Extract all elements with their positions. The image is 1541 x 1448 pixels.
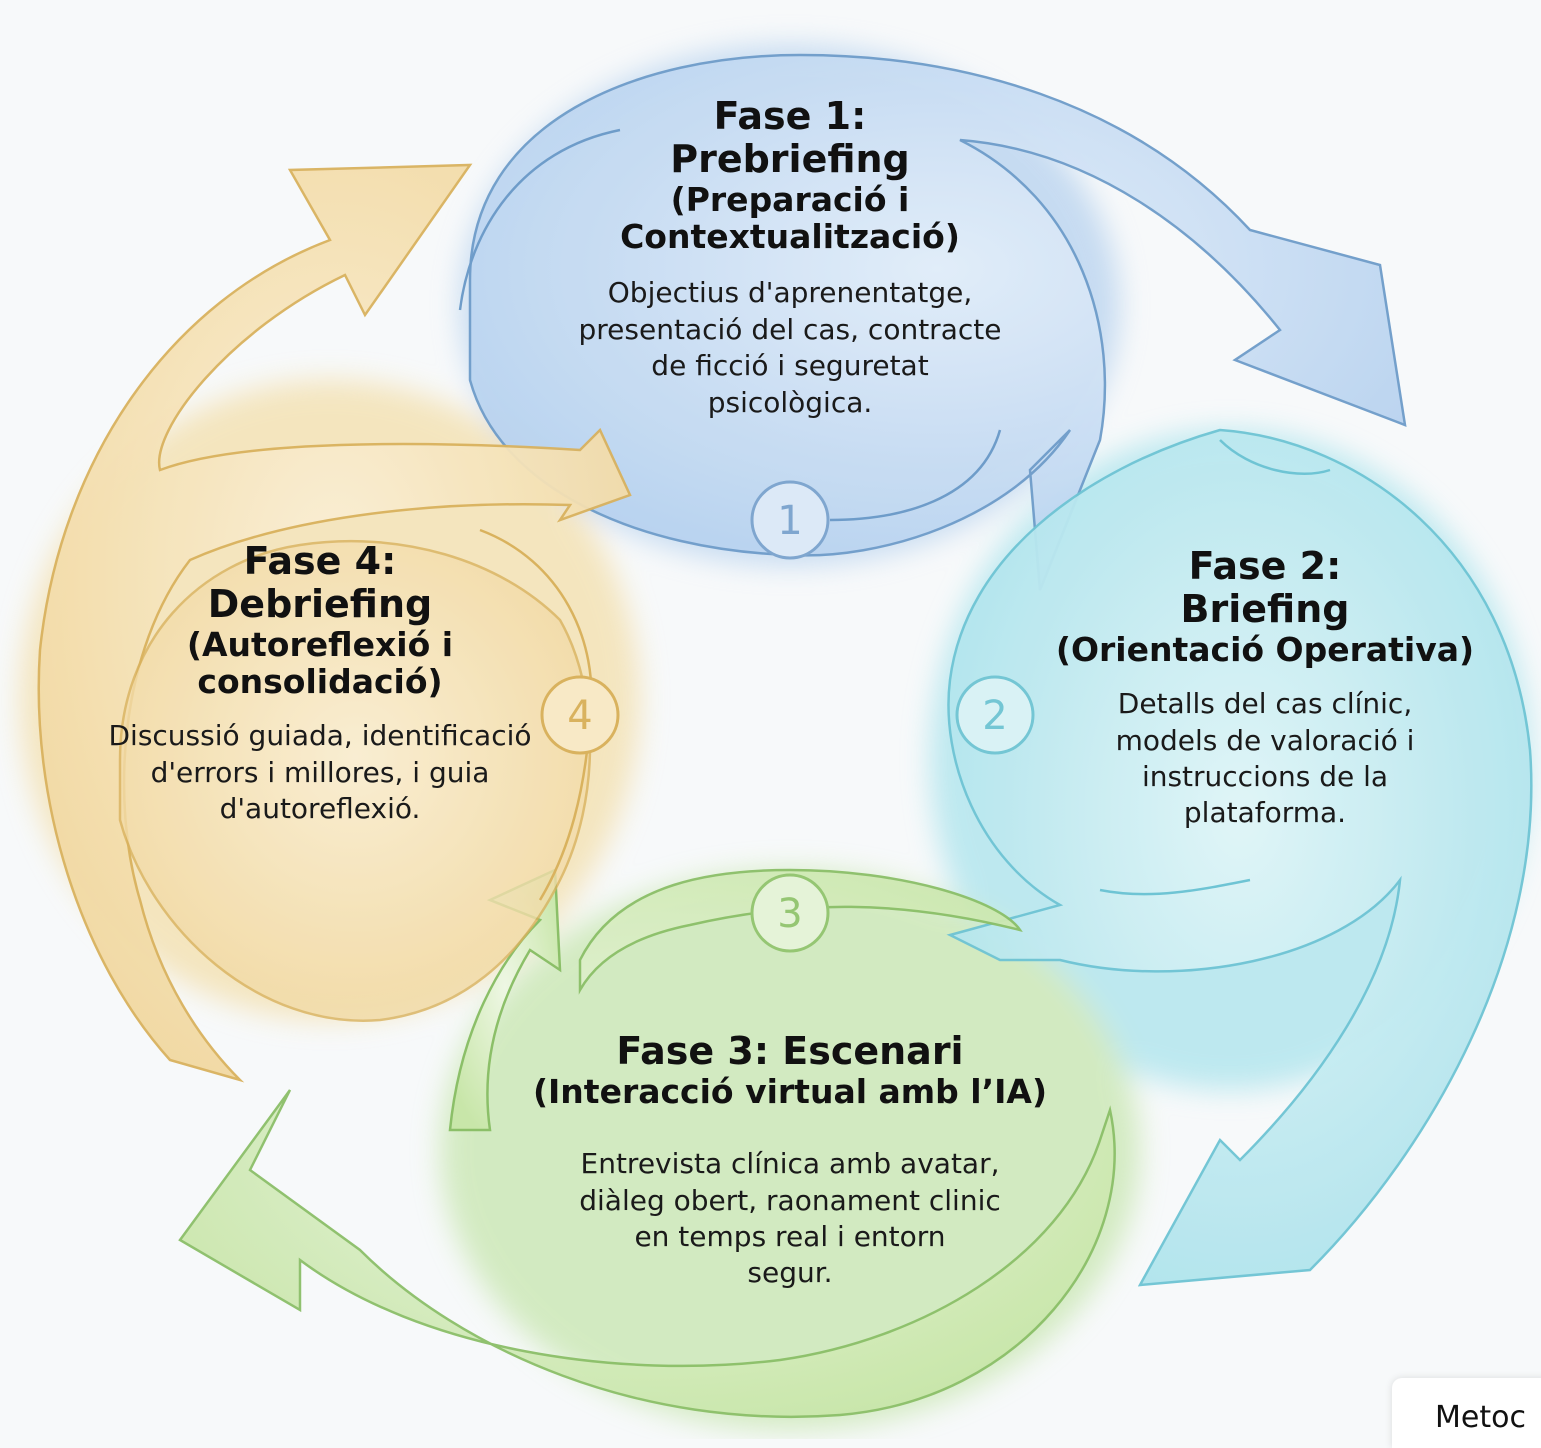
phase-4-subtitle-line-1: (Autoreflexió i <box>186 624 454 664</box>
phase-2-shape <box>946 428 1533 1287</box>
phase-3-label: Fase 3: Escenari (Interacció virtual amb… <box>520 1030 1060 1292</box>
corner-caption: Metoc <box>1435 1400 1526 1435</box>
phase-2-desc-line-4: plataforma. <box>1183 796 1347 830</box>
phase-2-desc-line-1: Detalls del cas clínic, <box>1117 687 1413 721</box>
phase-4-desc-line-1: Discussió guiada, identificació <box>108 719 532 753</box>
phase-2-title: Fase 2: <box>1188 544 1342 588</box>
phase-3-desc-line-4: segur. <box>747 1256 833 1290</box>
phase-2-desc-line-2: models de valoració i <box>1115 723 1415 757</box>
phase-2-description: Detalls del cas clínic, models de valora… <box>1020 686 1510 832</box>
phase-3-description: Entrevista clínica amb avatar, diàleg ob… <box>520 1146 1060 1292</box>
phase-2-label: Fase 2: Briefing (Orientació Operativa) … <box>1020 545 1510 832</box>
phase-3-desc-line-1: Entrevista clínica amb avatar, <box>580 1147 1000 1181</box>
phase-4-desc-line-2: d'errors i millores, i guia <box>150 755 490 789</box>
phase-1-number-badge: 1 <box>750 480 830 560</box>
phase-1-inner-curve <box>458 128 1002 522</box>
phase-3-arrow-outer <box>178 868 1116 1419</box>
phase-4-title: Fase 4: <box>243 539 397 583</box>
phase-2-number: 2 <box>982 693 1007 739</box>
phase-2-desc-line-3: instruccions de la <box>1141 759 1389 793</box>
phase-3-number: 3 <box>777 891 802 937</box>
phase-4-number: 4 <box>567 693 592 739</box>
phase-4-subtitle-line-2: consolidació) <box>197 662 443 702</box>
phase-4-name: Debriefing <box>207 581 433 626</box>
phase-3-desc-line-2: diàleg obert, raonament clinic <box>579 1183 1001 1217</box>
phase-1-desc-line-3: de ficció i seguretat <box>651 349 929 383</box>
phase-3-number-badge: 3 <box>750 873 830 953</box>
phase-1-number: 1 <box>777 498 802 544</box>
phase-3-title: Fase 3: Escenari <box>616 1029 964 1073</box>
phase-2-arrow-outer <box>946 428 1533 1287</box>
phase-3-subtitle: (Interacció virtual amb l’IA) <box>532 1071 1048 1111</box>
phase-1-title: Fase 1: <box>713 94 867 138</box>
phase-4-description: Discussió guiada, identificació d'errors… <box>70 718 570 827</box>
phase-2-number-badge: 2 <box>955 675 1035 755</box>
phase-4-desc-line-3: d'autoreflexió. <box>219 792 421 826</box>
phase-1-desc-line-2: presentació del cas, contracte <box>578 312 1002 346</box>
phase-4-number-badge: 4 <box>540 675 620 755</box>
phase-1-desc-line-4: psicològica. <box>707 385 873 419</box>
corner-caption-box <box>1392 1378 1541 1448</box>
phase-2-name: Briefing <box>1180 586 1350 631</box>
phase-1-desc-line-1: Objectius d'aprenentatge, <box>607 276 973 310</box>
phase-1-description: Objectius d'aprenentatge, presentació de… <box>540 275 1040 421</box>
phase-2-subtitle: (Orientació Operativa) <box>1055 629 1475 669</box>
phase-1-subtitle-line-2: Contextualització) <box>620 217 960 257</box>
phase-2-inner-curve <box>1099 439 1331 896</box>
phase-4-label: Fase 4: Debriefing (Autoreflexió i conso… <box>70 540 570 828</box>
phase-1-name: Prebriefing <box>670 136 910 181</box>
phase-1-subtitle-line-1: (Preparació i <box>670 179 910 219</box>
phase-3-desc-line-3: en temps real i entorn <box>634 1220 946 1253</box>
phase-1-label: Fase 1: Prebriefing (Preparació i Contex… <box>540 95 1040 421</box>
